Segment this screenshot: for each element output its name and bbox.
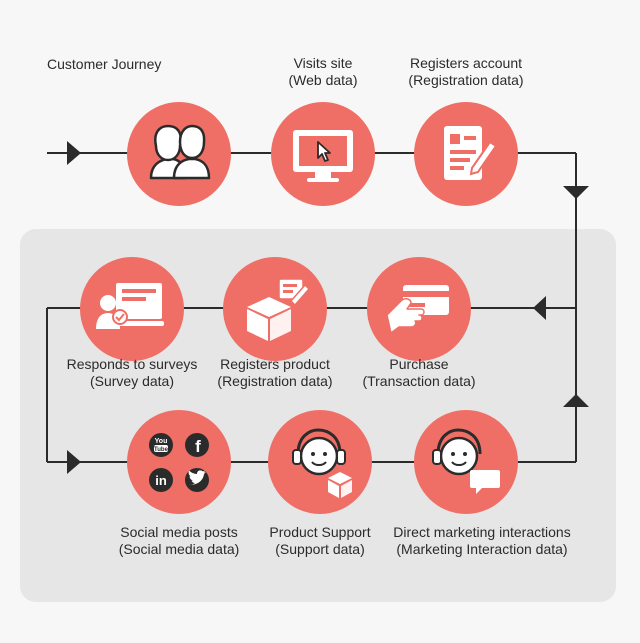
step-name: Product Support xyxy=(269,524,371,540)
customers-icon xyxy=(149,124,211,180)
marketing-chat-icon xyxy=(432,428,500,494)
youtube-icon: You Tube xyxy=(149,433,173,457)
step-label-registers-product: Registers product (Registration data) xyxy=(205,356,345,390)
arrow-left-icon xyxy=(533,296,546,320)
step-name: Purchase xyxy=(389,356,449,372)
step-label-social-media: Social media posts (Social media data) xyxy=(99,524,259,558)
survey-icon xyxy=(96,283,164,329)
step-label-registers-account: Registers account (Registration data) xyxy=(376,55,556,89)
social-media-icons: You Tube f in xyxy=(149,433,209,492)
arrow-down-icon xyxy=(563,186,589,199)
step-label-purchase: Purchase (Transaction data) xyxy=(349,356,489,390)
step-data-source: (Social media data) xyxy=(118,541,240,557)
svg-text:Tube: Tube xyxy=(154,447,169,453)
step-label-visits-site: Visits site (Web data) xyxy=(238,55,408,89)
step-label-responds-surveys: Responds to surveys (Survey data) xyxy=(52,356,212,390)
support-agent-icon xyxy=(292,428,352,498)
diagram-title: Customer Journey xyxy=(47,56,162,72)
svg-text:f: f xyxy=(195,437,201,456)
arrow-up-icon xyxy=(563,394,589,407)
step-name: Visits site xyxy=(293,55,353,71)
responds-surveys-node xyxy=(80,257,184,361)
credit-card-hand-icon xyxy=(386,285,449,334)
svg-text:in: in xyxy=(155,473,167,488)
direct-marketing-node xyxy=(414,410,518,514)
customers-node xyxy=(127,102,231,206)
step-data-source: (Web data) xyxy=(288,72,358,88)
facebook-icon: f xyxy=(185,433,209,457)
step-data-source: (Transaction data) xyxy=(362,373,476,389)
step-label-direct-marketing: Direct marketing interactions (Marketing… xyxy=(376,524,588,558)
registers-product-node xyxy=(223,257,327,361)
twitter-icon xyxy=(185,468,209,492)
product-support-node xyxy=(268,410,372,514)
step-data-source: (Survey data) xyxy=(89,373,175,389)
step-data-source: (Registration data) xyxy=(217,373,333,389)
step-name: Responds to surveys xyxy=(66,356,198,372)
step-name: Registers product xyxy=(220,356,330,372)
arrow-right-icon xyxy=(67,450,81,474)
step-data-source: (Marketing Interaction data) xyxy=(396,541,568,557)
product-box-icon xyxy=(247,278,311,341)
step-data-source: (Registration data) xyxy=(408,72,524,88)
step-name: Registers account xyxy=(409,55,523,71)
step-label-product-support: Product Support (Support data) xyxy=(250,524,390,558)
svg-text:You: You xyxy=(155,438,168,445)
step-name: Direct marketing interactions xyxy=(393,524,571,540)
step-name: Social media posts xyxy=(120,524,238,540)
arrow-right-icon xyxy=(67,141,81,165)
visits-site-node xyxy=(271,102,375,206)
linkedin-icon: in xyxy=(149,468,173,492)
social-media-node: You Tube f in xyxy=(127,410,231,514)
registers-account-node xyxy=(414,102,518,206)
registration-form-icon xyxy=(444,126,498,180)
purchase-node xyxy=(367,257,471,361)
computer-cursor-icon xyxy=(293,130,353,182)
step-data-source: (Support data) xyxy=(275,541,365,557)
